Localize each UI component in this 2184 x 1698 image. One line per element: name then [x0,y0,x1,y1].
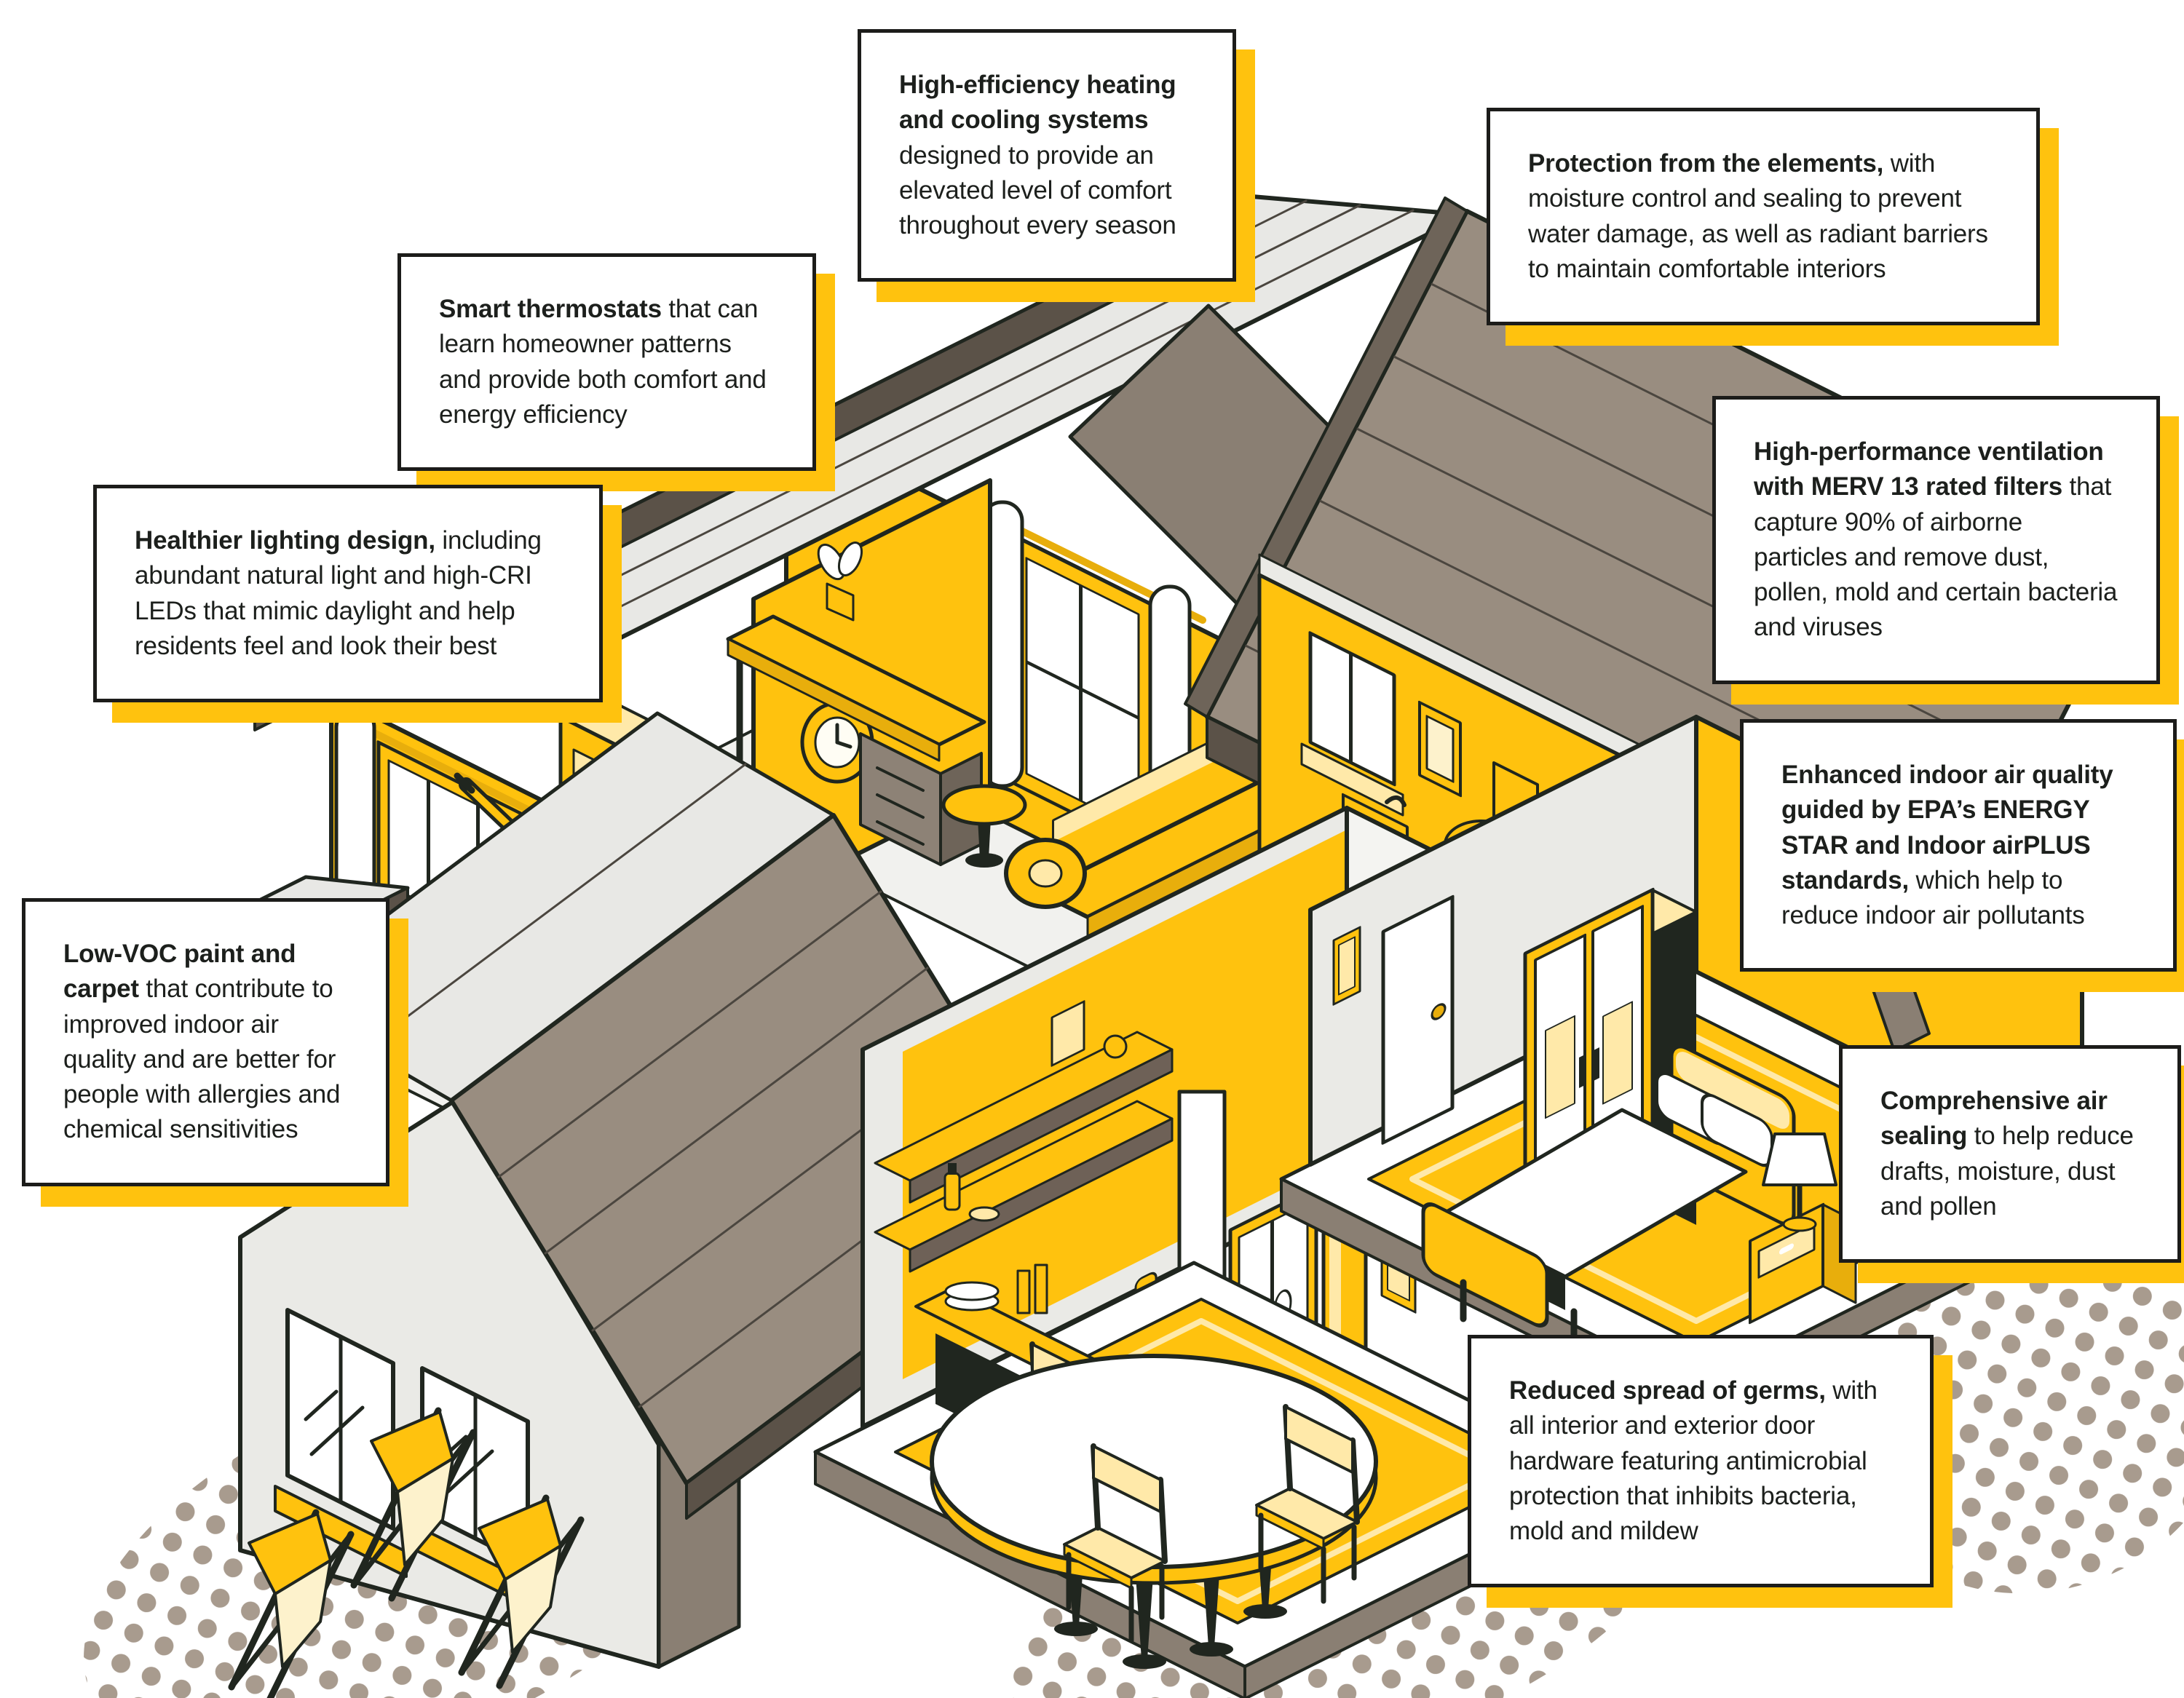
callout-body: with moisture control and sealing to pre… [1528,149,1988,283]
bedroom-door [1381,894,1455,1145]
bedside-lamp [1762,1132,1837,1232]
callout-lead: Enhanced indoor air quality guided by EP… [1781,761,2113,894]
callout-body: to help reduce drafts, moisture, dust an… [1880,1122,2134,1221]
callout-lead: Reduced spread of germs, [1509,1376,1826,1405]
dot-patch-right [1844,1245,2184,1594]
callout-body: that capture 90% of airborne particles a… [1754,472,2118,642]
bulb-icon [1103,1034,1128,1059]
callout-body: that contribute to improved indoor air q… [63,975,341,1144]
bathroom-window-sill [1300,742,1404,817]
callout-text: High-performance ventilation with MERV 1… [1754,435,2118,646]
callout-text: Reduced spread of germs, with all interi… [1509,1373,1892,1549]
study-living-room [654,420,1371,1073]
bedroom-bed [1421,1044,1796,1352]
callout-lead: Smart thermostats [439,295,662,323]
desk [726,614,986,866]
callout-text: Protection from the elements, with moist… [1528,146,1998,287]
callout-text: Comprehensive air sealing to help reduce… [1880,1084,2140,1224]
callout-text: Smart thermostats that can learn homeown… [439,292,775,432]
wall-shelves [874,1000,1174,1273]
callout-lead: Healthier lighting design, [135,526,435,555]
callout-air-sealing: Comprehensive air sealing to help reduce… [1839,1045,2181,1263]
floor-slab-edge [814,1451,1246,1698]
callout-lead: Comprehensive air sealing [1880,1087,2108,1151]
callout-heating-cooling: High-efficiency heating and cooling syst… [858,29,1236,282]
callout-ventilation: High-performance ventilation with MERV 1… [1712,396,2160,684]
callout-body: designed to provide an elevated level of… [899,140,1176,240]
bathroom-small-window [1418,700,1462,798]
callout-text: Enhanced indoor air quality guided by EP… [1781,758,2135,933]
brown-roof-ridge [1184,197,1468,718]
bathroom-window [1308,631,1396,787]
callout-lead: High-performance ventilation with MERV 1… [1754,437,2104,501]
callout-smart-thermostats: Smart thermostats that can learn homeown… [397,253,816,472]
callout-body: that can learn homeowner patterns and pr… [439,295,767,429]
callout-indoor-air-quality: Enhanced indoor air quality guided by EP… [1740,719,2177,972]
wall-picture [1332,926,1361,1006]
callout-body: including abundant natural light and hig… [135,526,542,660]
callout-reduced-germs: Reduced spread of germs, with all interi… [1468,1335,1934,1588]
callout-low-voc: Low-VOC paint and carpet that contribute… [22,898,389,1186]
callout-healthier-lighting: Healthier lighting design, including abu… [93,485,603,703]
callout-lead: Protection from the elements, [1528,149,1884,178]
callout-body: with all interior and exterior door hard… [1509,1376,1878,1546]
callout-protection-elements: Protection from the elements, with moist… [1487,108,2040,326]
callout-text: High-efficiency heating and cooling syst… [899,68,1195,243]
desk-plant [817,541,863,622]
callout-text: Low-VOC paint and carpet that contribute… [63,937,348,1148]
callout-text: Healthier lighting design, including abu… [135,523,561,664]
window-sill [274,1485,408,1578]
dining-left-wall-paint [903,830,1347,1379]
callout-body: which help to reduce indoor air pollutan… [1781,865,2085,930]
exterior-window-1 [274,1308,408,1578]
callout-lead: Low-VOC paint and carpet [63,940,296,1004]
callout-lead: High-efficiency heating and cooling syst… [899,71,1176,135]
side-table [941,784,1027,868]
